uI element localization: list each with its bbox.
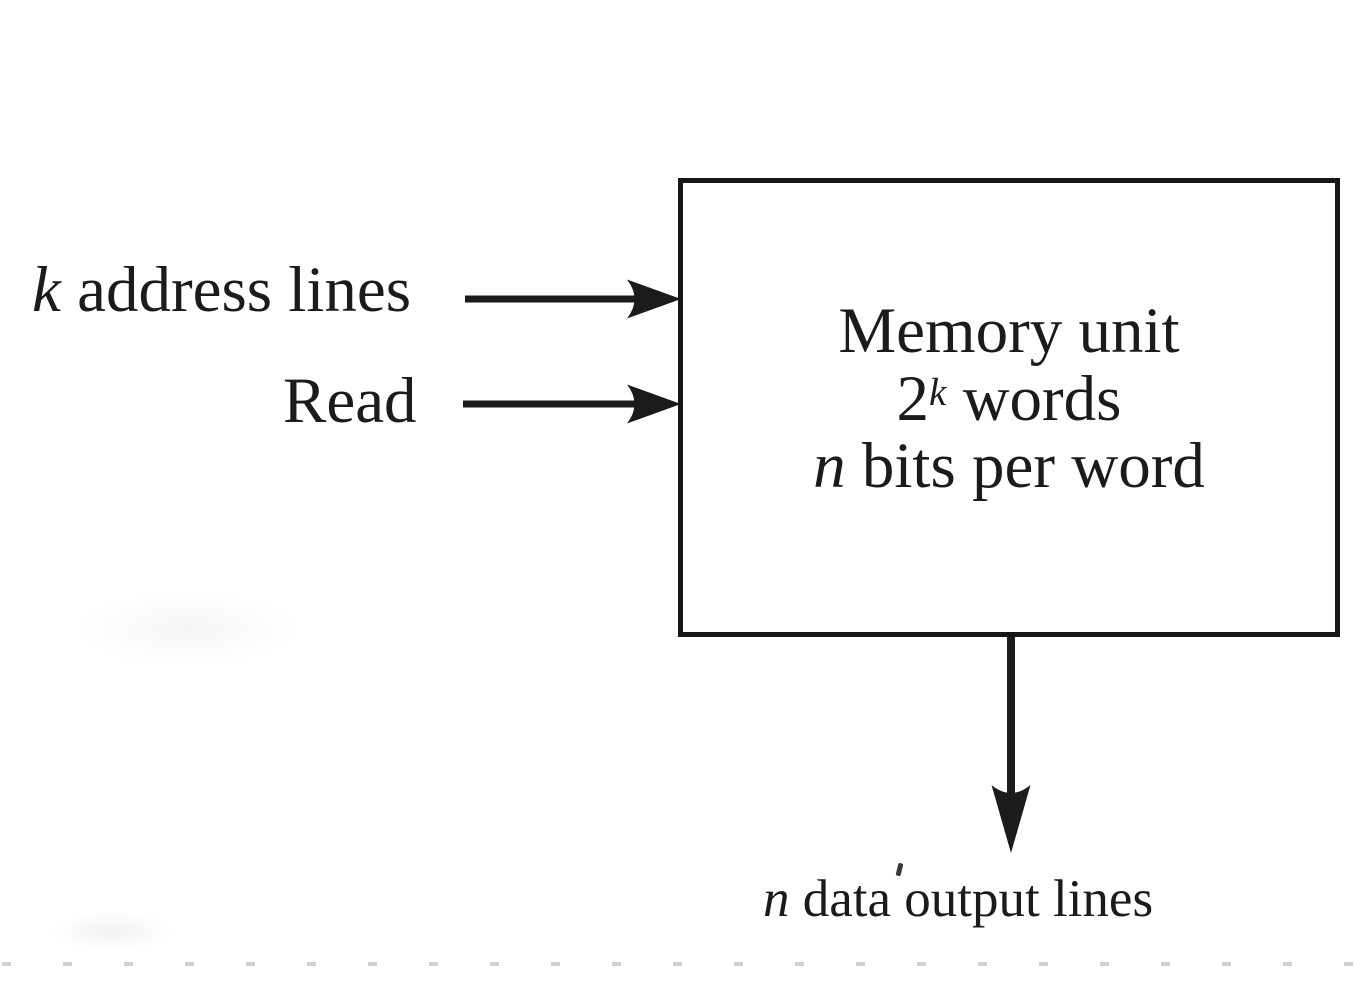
words-count-exponent: k	[929, 370, 947, 414]
read-label: Read	[283, 365, 417, 437]
scan-artifact-dashes	[2, 962, 1354, 966]
memory-box-line-words: 2k words	[813, 362, 1205, 435]
memory-unit-text: Memory unit 2k words n bits per word	[813, 295, 1205, 517]
memory-unit-box: Memory unit 2k words n bits per word	[678, 178, 1340, 637]
output-var: n	[763, 870, 790, 928]
output-rest: data output lines	[789, 870, 1154, 928]
address-lines-label: k address lines	[32, 258, 411, 323]
memory-box-line-title: Memory unit	[813, 295, 1205, 368]
scan-artifact-smudge	[78, 592, 298, 666]
bits-var: n	[813, 430, 846, 503]
data-output-label: n data output lines	[763, 873, 1153, 926]
address-var: k	[32, 254, 61, 326]
bits-rest: bits per word	[845, 430, 1205, 503]
read-arrow	[463, 384, 681, 424]
address-lines-arrow	[465, 279, 681, 319]
memory-unit-title: Memory unit	[838, 295, 1180, 368]
memory-box-line-bits: n bits per word	[813, 430, 1205, 503]
address-rest: address lines	[60, 254, 412, 326]
words-count-rest: words	[946, 362, 1122, 435]
data-output-arrow	[991, 637, 1031, 853]
words-count-base: 2	[896, 362, 930, 435]
scan-artifact-smudge	[52, 912, 172, 950]
